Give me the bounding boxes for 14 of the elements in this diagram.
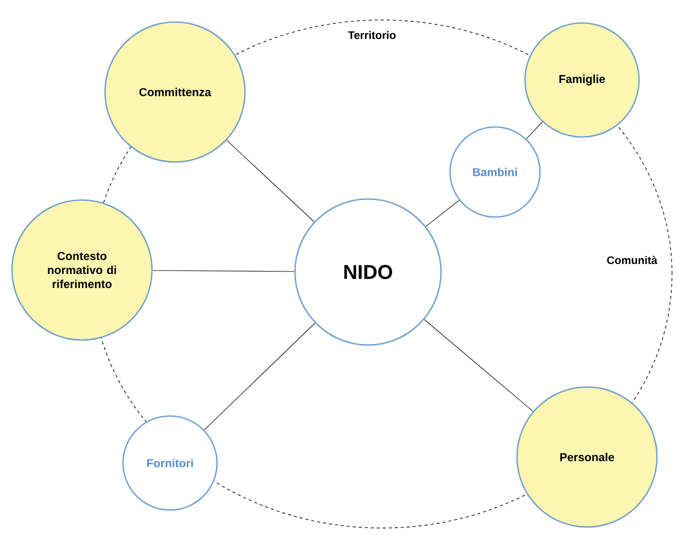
circle-node: Bambini — [449, 126, 541, 218]
region-label: Territorio — [348, 30, 396, 40]
region-label: Comunità — [607, 256, 658, 264]
connector-line — [426, 200, 460, 227]
connector-line — [526, 122, 543, 140]
connector-line — [424, 319, 534, 412]
connector-line — [204, 322, 316, 430]
connector-line — [226, 140, 314, 222]
circle-node: Personale — [516, 386, 658, 528]
circle-node: Committenza — [104, 21, 246, 163]
circle-node: Contesto normativo di riferimento — [11, 199, 153, 341]
circle-node: Famiglie — [524, 22, 640, 138]
connector-line — [152, 270, 295, 272]
circle-node: Fornitori — [122, 415, 218, 511]
